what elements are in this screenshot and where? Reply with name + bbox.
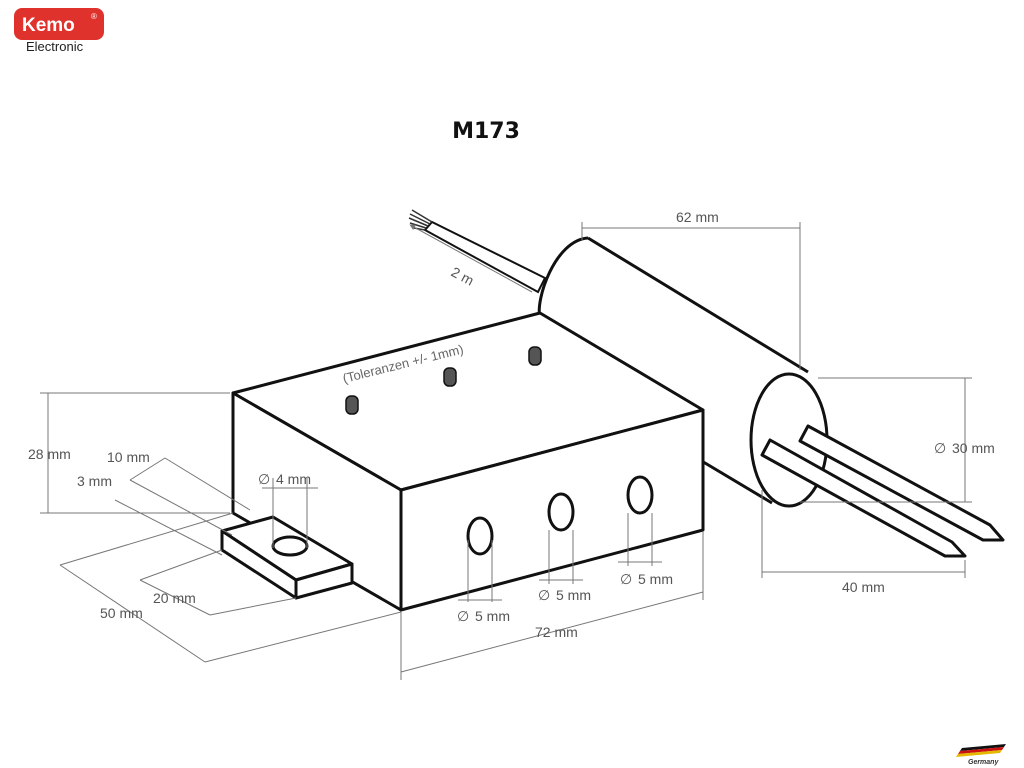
logo-registered: ®	[91, 12, 97, 21]
page-title: M173	[452, 119, 520, 144]
led-hole-1-label: 5 mm	[475, 608, 510, 624]
dim-62: 62 mm	[581, 209, 801, 370]
led-stud-1	[345, 395, 359, 415]
dim-hole-4: ∅ 4 mm	[258, 471, 318, 548]
front-hole-1	[466, 516, 494, 556]
tab-width-label: 20 mm	[153, 590, 196, 606]
country-label: Germany	[968, 759, 999, 766]
logo-brand: Kemo	[22, 15, 75, 36]
dim-30: ∅ 30 mm	[800, 377, 995, 503]
diameter-symbol-icon: ∅	[457, 608, 469, 624]
diameter-symbol-icon: ∅	[620, 571, 632, 587]
tab-offset-label: 10 mm	[107, 449, 150, 465]
led-stud-2	[443, 367, 457, 387]
diameter-symbol-icon: ∅	[934, 440, 946, 456]
front-hole-2	[547, 492, 575, 532]
height-label: 28 mm	[28, 446, 71, 462]
logo-subtitle: Electronic	[26, 39, 84, 54]
mount-hole	[271, 535, 309, 557]
front-hole-3	[626, 475, 654, 515]
tab-thickness-label: 3 mm	[77, 473, 112, 489]
depth-label: 50 mm	[100, 605, 143, 621]
cable-length-label: 2 m	[449, 264, 477, 289]
cable-wires	[408, 209, 433, 231]
diameter-symbol-icon: ∅	[538, 587, 550, 603]
width-label: 72 mm	[535, 624, 578, 640]
led-hole-3-label: 5 mm	[638, 571, 673, 587]
dim-hole-5-3: ∅ 5 mm	[618, 513, 673, 587]
electrode-pin-upper	[798, 424, 1005, 542]
flag-stripe-gold	[956, 750, 1002, 757]
led-stud-3	[528, 346, 542, 366]
electrode-pins-label: 40 mm	[842, 579, 885, 595]
tab-front	[294, 562, 354, 600]
dim-40: 40 mm	[761, 490, 966, 595]
germany-badge: Germany	[956, 744, 1006, 766]
flag-stripe-red	[958, 747, 1004, 754]
electrode-diameter-label: 30 mm	[952, 440, 995, 456]
led-hole-2-label: 5 mm	[556, 587, 591, 603]
dim-28: 28 mm	[28, 392, 230, 514]
dim-20: 20 mm	[139, 549, 297, 616]
dim-hole-5-1: ∅ 5 mm	[457, 540, 510, 624]
dim-72: 72 mm	[400, 532, 704, 680]
cable: 2 m	[408, 209, 547, 294]
dim-50: 50 mm	[59, 512, 402, 663]
dim-10-3: 10 mm 3 mm	[77, 449, 251, 556]
mount-hole-label: 4 mm	[276, 471, 311, 487]
logo-badge	[14, 8, 104, 40]
housing-box	[231, 311, 705, 612]
electrode-pin-lower	[760, 438, 967, 558]
box-side-face	[231, 391, 403, 612]
diameter-symbol-icon: ∅	[258, 471, 270, 487]
mounting-tab	[220, 515, 354, 600]
flag-stripe-black	[960, 744, 1006, 751]
cable-dimension-line	[409, 224, 533, 293]
electrode-pins	[760, 424, 1005, 558]
electrode-length-label: 62 mm	[676, 209, 719, 225]
dim-hole-5-2: ∅ 5 mm	[538, 530, 591, 603]
kemo-logo: Kemo ® Electronic	[14, 8, 104, 54]
